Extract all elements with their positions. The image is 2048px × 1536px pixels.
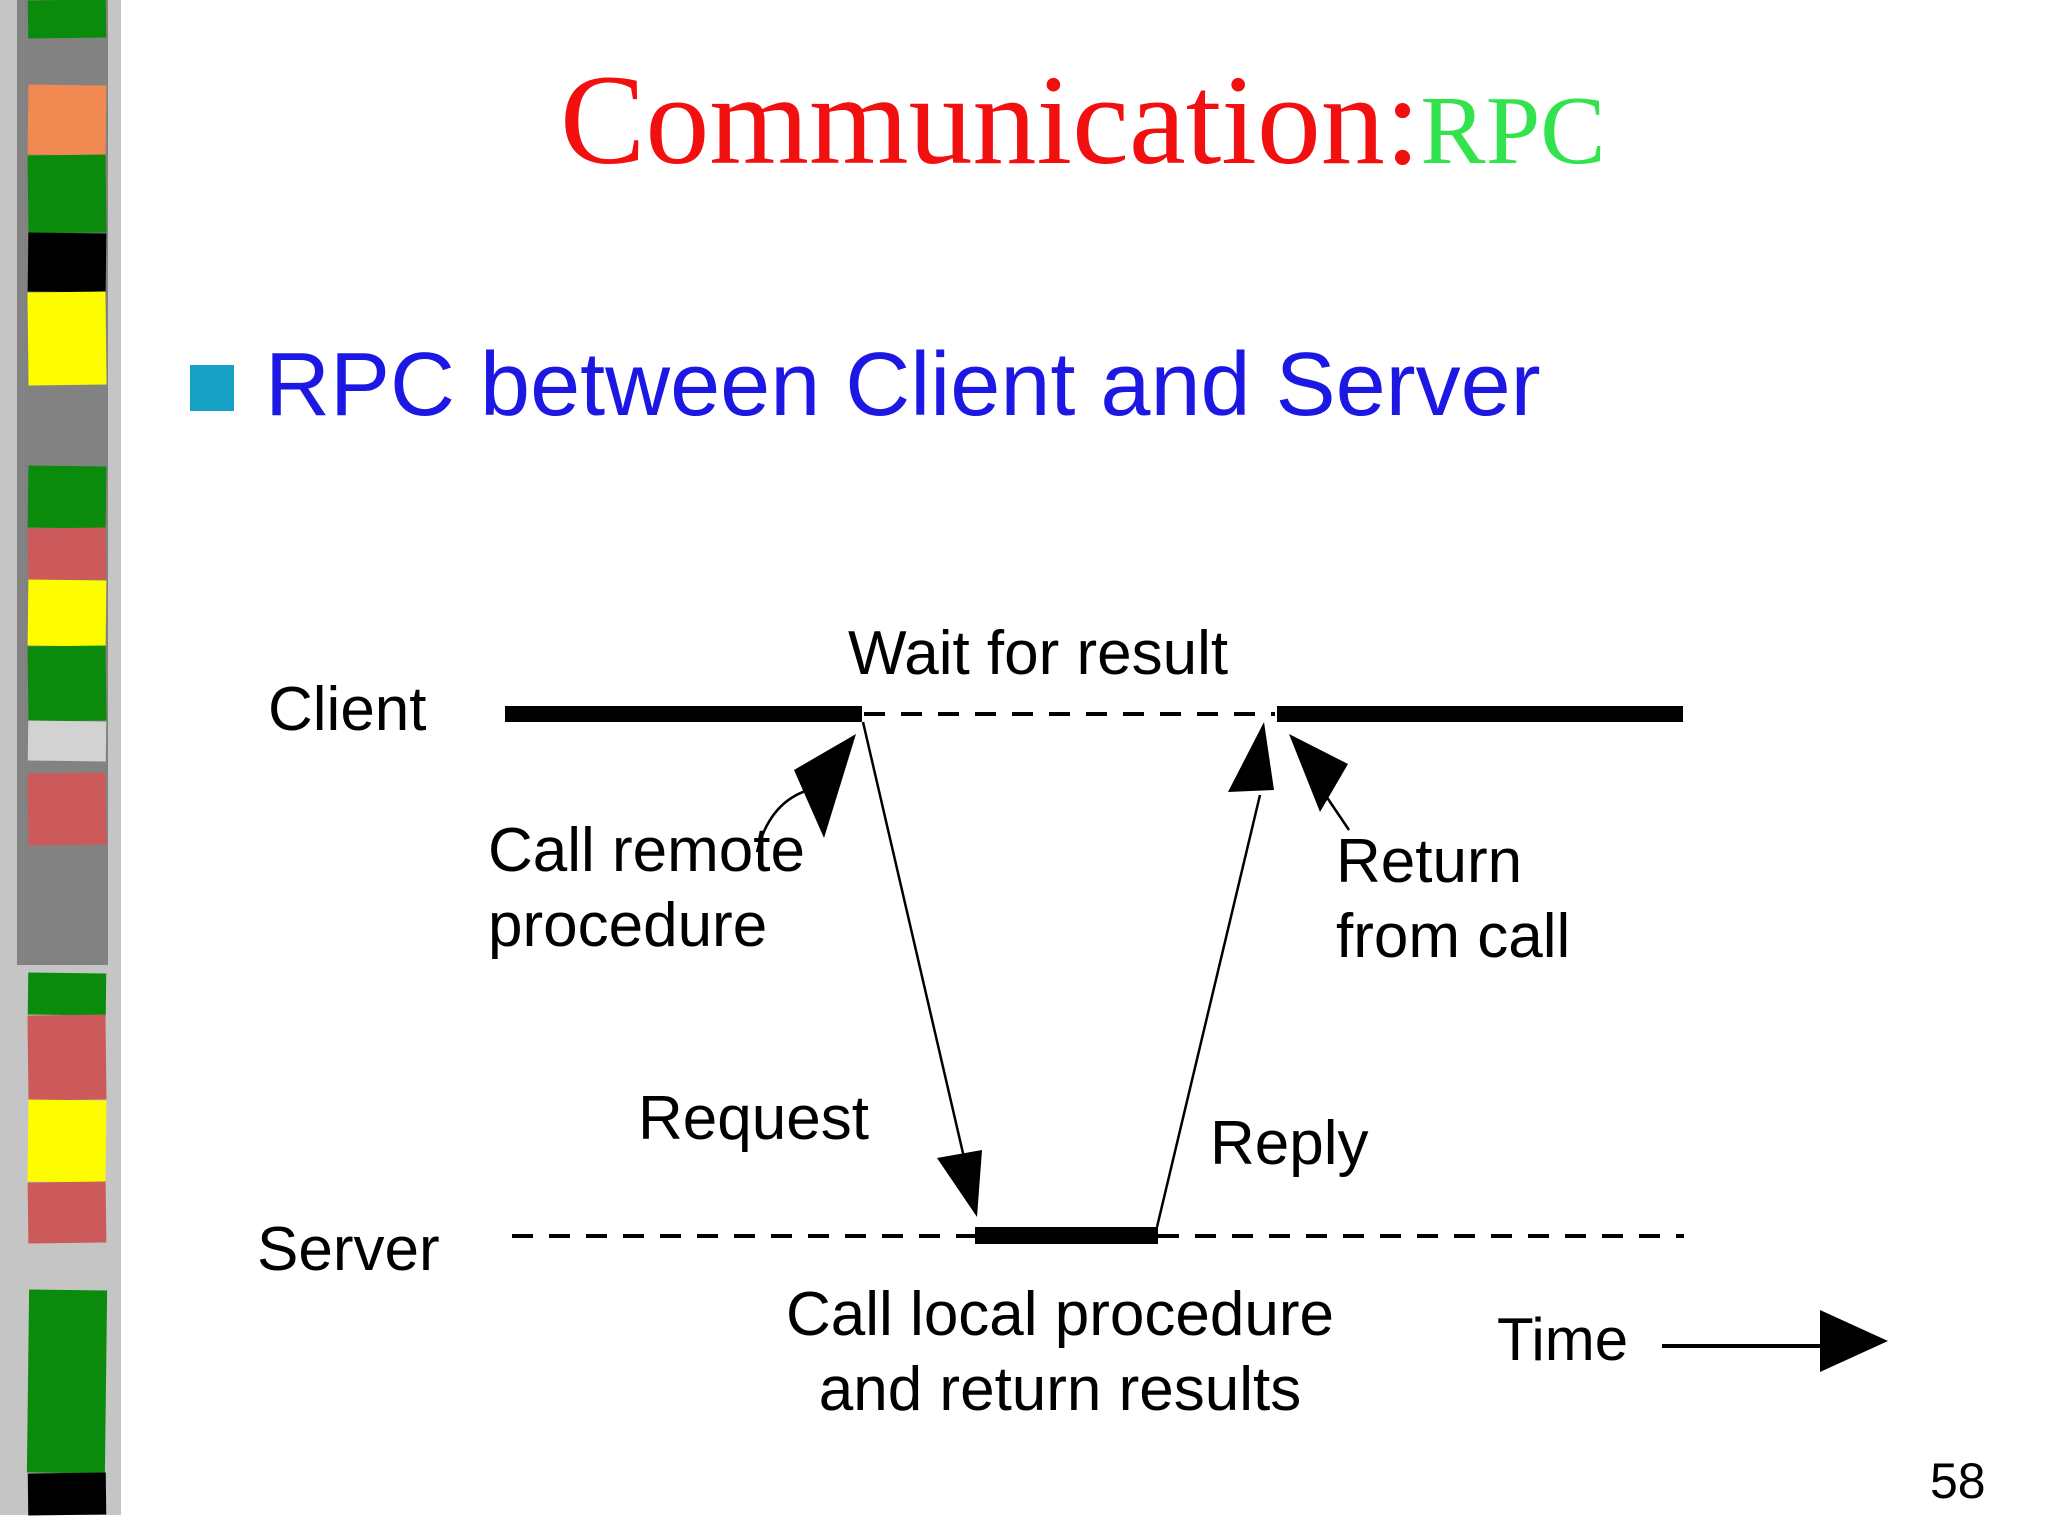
- server-timeline-bar: [975, 1227, 1158, 1244]
- return-line2: from call: [1336, 902, 1571, 971]
- reply-arrowhead-icon: [1228, 722, 1274, 792]
- return-line1: Return: [1336, 827, 1523, 896]
- call-local-line2: and return results: [818, 1355, 1302, 1424]
- wait-for-result-label: Wait for result: [848, 619, 1229, 688]
- client-timeline-bar-left: [505, 706, 862, 722]
- page-title-main: Communication:: [560, 49, 1421, 191]
- call-remote-procedure-label: Call remote procedure: [488, 813, 805, 963]
- request-line: [861, 721, 974, 1193]
- return-pointer-line: [1320, 789, 1351, 831]
- page-title-highlight: RPC: [1420, 77, 1606, 185]
- reply-label: Reply: [1210, 1109, 1369, 1178]
- reply-line: [1155, 794, 1262, 1228]
- client-timeline-bar-right: [1277, 706, 1683, 722]
- page-number: 58: [1930, 1453, 1986, 1509]
- call-remote-pointer-line: [755, 787, 813, 853]
- call-local-procedure-label: Call local procedure and return results: [740, 1277, 1380, 1427]
- bullet-text: RPC between Client and Server: [265, 335, 1541, 435]
- return-from-call-label: Return from call: [1336, 824, 1570, 974]
- time-arrowhead-icon: [1820, 1310, 1888, 1372]
- return-arrowhead-icon: [1289, 734, 1348, 812]
- request-arrowhead-icon: [937, 1150, 982, 1217]
- call-remote-arrowhead-icon: [794, 734, 856, 838]
- call-remote-line1: Call remote: [488, 816, 805, 885]
- page-title: Communication:RPC: [560, 56, 1606, 184]
- sidebar-strip: [0, 0, 121, 1516]
- request-label: Request: [638, 1084, 869, 1153]
- time-label: Time: [1497, 1306, 1629, 1373]
- client-label: Client: [268, 675, 427, 744]
- call-local-line1: Call local procedure: [786, 1280, 1334, 1349]
- server-label: Server: [257, 1215, 440, 1284]
- call-remote-line2: procedure: [488, 891, 768, 960]
- bullet-square-icon: [190, 365, 234, 411]
